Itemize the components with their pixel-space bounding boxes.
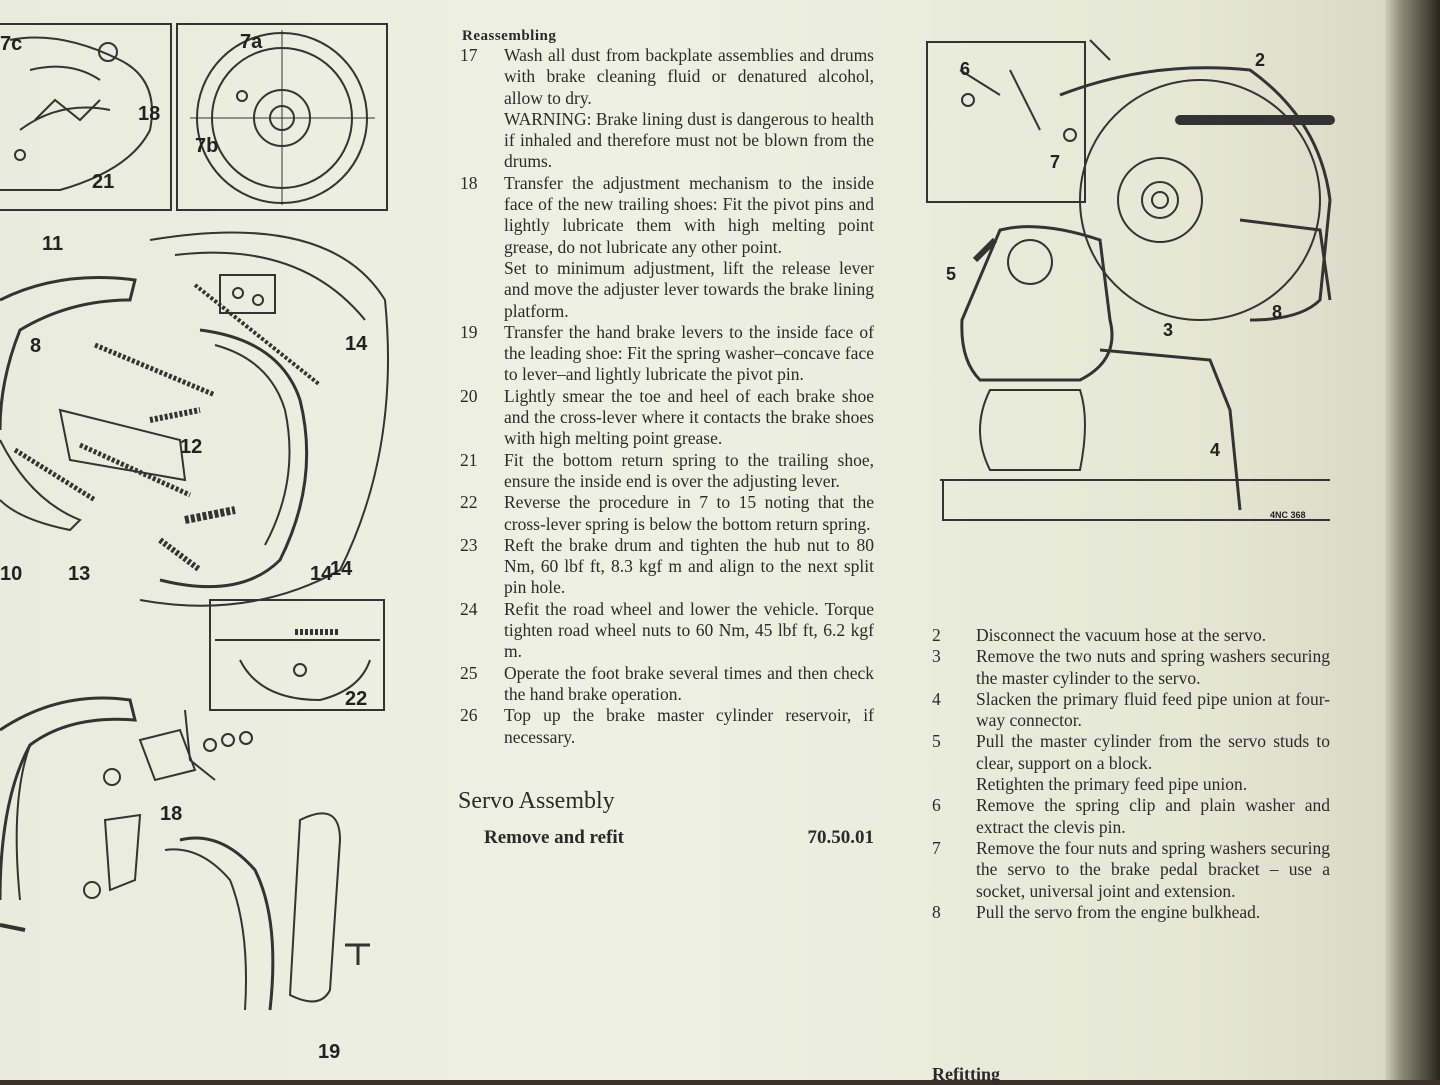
step-text: Refit the road wheel and lower the vehic…	[504, 598, 874, 662]
step-20: 20 Lightly smear the toe and heel of each…	[458, 386, 874, 450]
step-17: 17 Wash all dust from backplate assemblie…	[458, 45, 874, 109]
step-number: 24	[460, 598, 478, 619]
servo-step-7: 7 Remove the four nuts and spring washers…	[930, 838, 1330, 902]
diagram-label-14a: 14	[345, 333, 368, 355]
operation-code: 70.50.01	[807, 826, 875, 848]
diagram-label-13: 13	[68, 563, 90, 585]
servo-step-5: 5 Pull the master cylinder from the servo…	[930, 731, 1330, 774]
step-text: Remove the four nuts and spring washers …	[976, 837, 1330, 901]
step-18-note: Set to minimum adjustment, lift the rele…	[504, 257, 874, 321]
servo-step-3: 3 Remove the two nuts and spring washers …	[930, 646, 1330, 689]
step-23: 23 Reft the brake drum and tighten the hu…	[458, 535, 874, 599]
step-text: Reft the brake drum and tighten the hub …	[504, 534, 874, 598]
step-text: Pull the servo from the engine bulkhead.	[976, 901, 1261, 922]
step-number: 19	[460, 321, 478, 342]
diagram-label-14b: 14	[330, 558, 353, 580]
servo-step-8: 8 Pull the servo from the engine bulkhead…	[930, 902, 1330, 923]
diagram-label-8: 8	[30, 335, 41, 357]
diagram-label-18: 18	[138, 103, 160, 125]
step-text: Remove the spring clip and plain washer …	[976, 795, 1330, 837]
step-number: 25	[460, 662, 478, 683]
step-number: 8	[932, 901, 941, 922]
brake-assembly-diagram: 7c 18 21 7a 7b 11 8 12 14 14 10 13 14 22…	[0, 23, 389, 1063]
step-number: 4	[932, 688, 941, 709]
step-text: Disconnect the vacuum hose at the servo.	[976, 625, 1267, 645]
servo-steps-column: 2 Disconnect the vacuum hose at the servo…	[930, 625, 1330, 923]
diagram-label-7b: 7b	[195, 135, 218, 157]
step-number: 2	[932, 625, 941, 645]
step-number: 21	[460, 449, 478, 470]
step-number: 20	[460, 385, 478, 406]
step-text: Pull the master cylinder from the servo …	[976, 731, 1330, 773]
diagram-label-7a: 7a	[240, 31, 263, 53]
step-text: Lightly smear the toe and heel of each b…	[504, 385, 874, 449]
step-19: 19 Transfer the hand brake levers to the …	[458, 322, 874, 386]
step-18: 18 Transfer the adjustment mechanism to t…	[458, 173, 874, 258]
servo-step-4: 4 Slacken the primary fluid feed pipe uni…	[930, 689, 1330, 732]
step-26: 26 Top up the brake master cylinder reser…	[458, 705, 874, 748]
step-22: 22 Reverse the procedure in 7 to 15 notin…	[458, 492, 874, 535]
warning-note: WARNING: Brake lining dust is dangerous …	[504, 108, 874, 172]
step-text: Transfer the hand brake levers to the in…	[504, 321, 874, 385]
diagram-label-12: 12	[180, 436, 202, 458]
reassembling-heading: Reassembling	[462, 28, 557, 44]
servo-section-title: Servo Assembly	[458, 787, 615, 814]
diagram-label-19: 19	[318, 1041, 340, 1063]
step-text: Wash all dust from backplate assemblies …	[504, 45, 874, 108]
operation-label: Remove and refit	[484, 826, 625, 848]
diagram-label-14c: 14	[310, 563, 333, 585]
servo-step-5-note: Retighten the primary feed pipe union.	[976, 774, 1248, 795]
step-number: 23	[460, 534, 478, 555]
step-25: 25 Operate the foot brake several times a…	[458, 663, 874, 706]
step-number: 3	[932, 646, 941, 667]
refitting-heading: Refitting	[932, 1064, 1000, 1084]
step-number: 5	[932, 731, 941, 752]
step-text: Top up the brake master cylinder reservo…	[504, 705, 874, 747]
diagram-label-21: 21	[92, 171, 114, 193]
step-text: Fit the bottom return spring to the trai…	[504, 449, 874, 491]
step-number: 22	[460, 492, 478, 513]
reassembling-column: Reassembling 17 Wash all dust from backpl…	[458, 28, 874, 849]
step-number: 26	[460, 705, 478, 726]
operation-row: Remove and refit 70.50.01	[458, 827, 874, 849]
diagram-label-18b: 18	[160, 803, 182, 825]
diagram-label-22: 22	[345, 688, 367, 710]
servo-step-6: 6 Remove the spring clip and plain washer…	[930, 795, 1330, 838]
diagram-label-10: 10	[0, 563, 22, 585]
step-text: Reverse the procedure in 7 to 15 noting …	[504, 492, 874, 534]
step-text: Remove the two nuts and spring washers s…	[976, 646, 1330, 688]
step-number: 17	[460, 45, 478, 65]
step-number: 6	[932, 795, 941, 816]
step-number: 18	[460, 172, 478, 193]
step-number: 7	[932, 837, 941, 858]
servo-step-2: 2 Disconnect the vacuum hose at the servo…	[930, 625, 1330, 646]
diagram-label-7c: 7c	[0, 33, 22, 55]
step-text: Operate the foot brake several times and…	[504, 662, 874, 704]
book-spine-shadow	[1385, 0, 1440, 1080]
step-24: 24 Refit the road wheel and lower the veh…	[458, 599, 874, 663]
step-text: Transfer the adjustment mechanism to the…	[504, 172, 874, 257]
step-21: 21 Fit the bottom return spring to the tr…	[458, 450, 874, 493]
diagram-label-11: 11	[42, 233, 63, 255]
step-text: Slacken the primary fluid feed pipe unio…	[976, 688, 1330, 731]
